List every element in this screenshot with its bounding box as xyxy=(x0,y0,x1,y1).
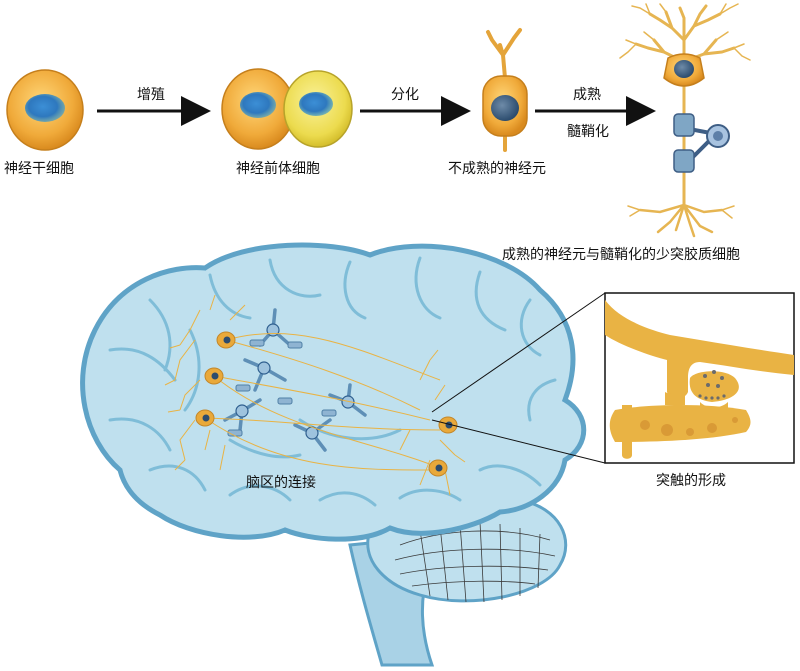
differentiation-label: 分化 xyxy=(391,87,419,103)
zoom-lines xyxy=(431,292,606,464)
stem-cell-label: 神经干细胞 xyxy=(4,161,74,177)
myelination-label: 髓鞘化 xyxy=(567,124,609,140)
synapse-formation-label: 突触的形成 xyxy=(656,473,726,489)
cerebellum-folia xyxy=(394,521,556,603)
precursor-cells xyxy=(221,68,353,150)
brain-connection-label: 脑区的连接 xyxy=(246,475,316,491)
mature-neuron-label: 成熟的神经元与髓鞘化的少突胶质细胞 xyxy=(502,247,740,263)
mature-neuron-soma xyxy=(663,53,705,87)
synapse-inset xyxy=(604,292,795,464)
brain-illustration xyxy=(80,242,587,667)
neuron-network xyxy=(164,294,466,496)
brain-gyri xyxy=(108,256,557,507)
mature-neuron xyxy=(619,3,751,238)
immature-neuron xyxy=(482,28,528,152)
glia-network xyxy=(223,308,367,452)
precursor-cells-label: 神经前体细胞 xyxy=(236,161,320,177)
immature-neuron-label: 不成熟的神经元 xyxy=(448,161,546,177)
maturation-label: 成熟 xyxy=(573,87,601,103)
proliferation-label: 增殖 xyxy=(137,87,165,103)
oligodendrocyte xyxy=(673,113,730,173)
stem-cell xyxy=(6,69,84,151)
